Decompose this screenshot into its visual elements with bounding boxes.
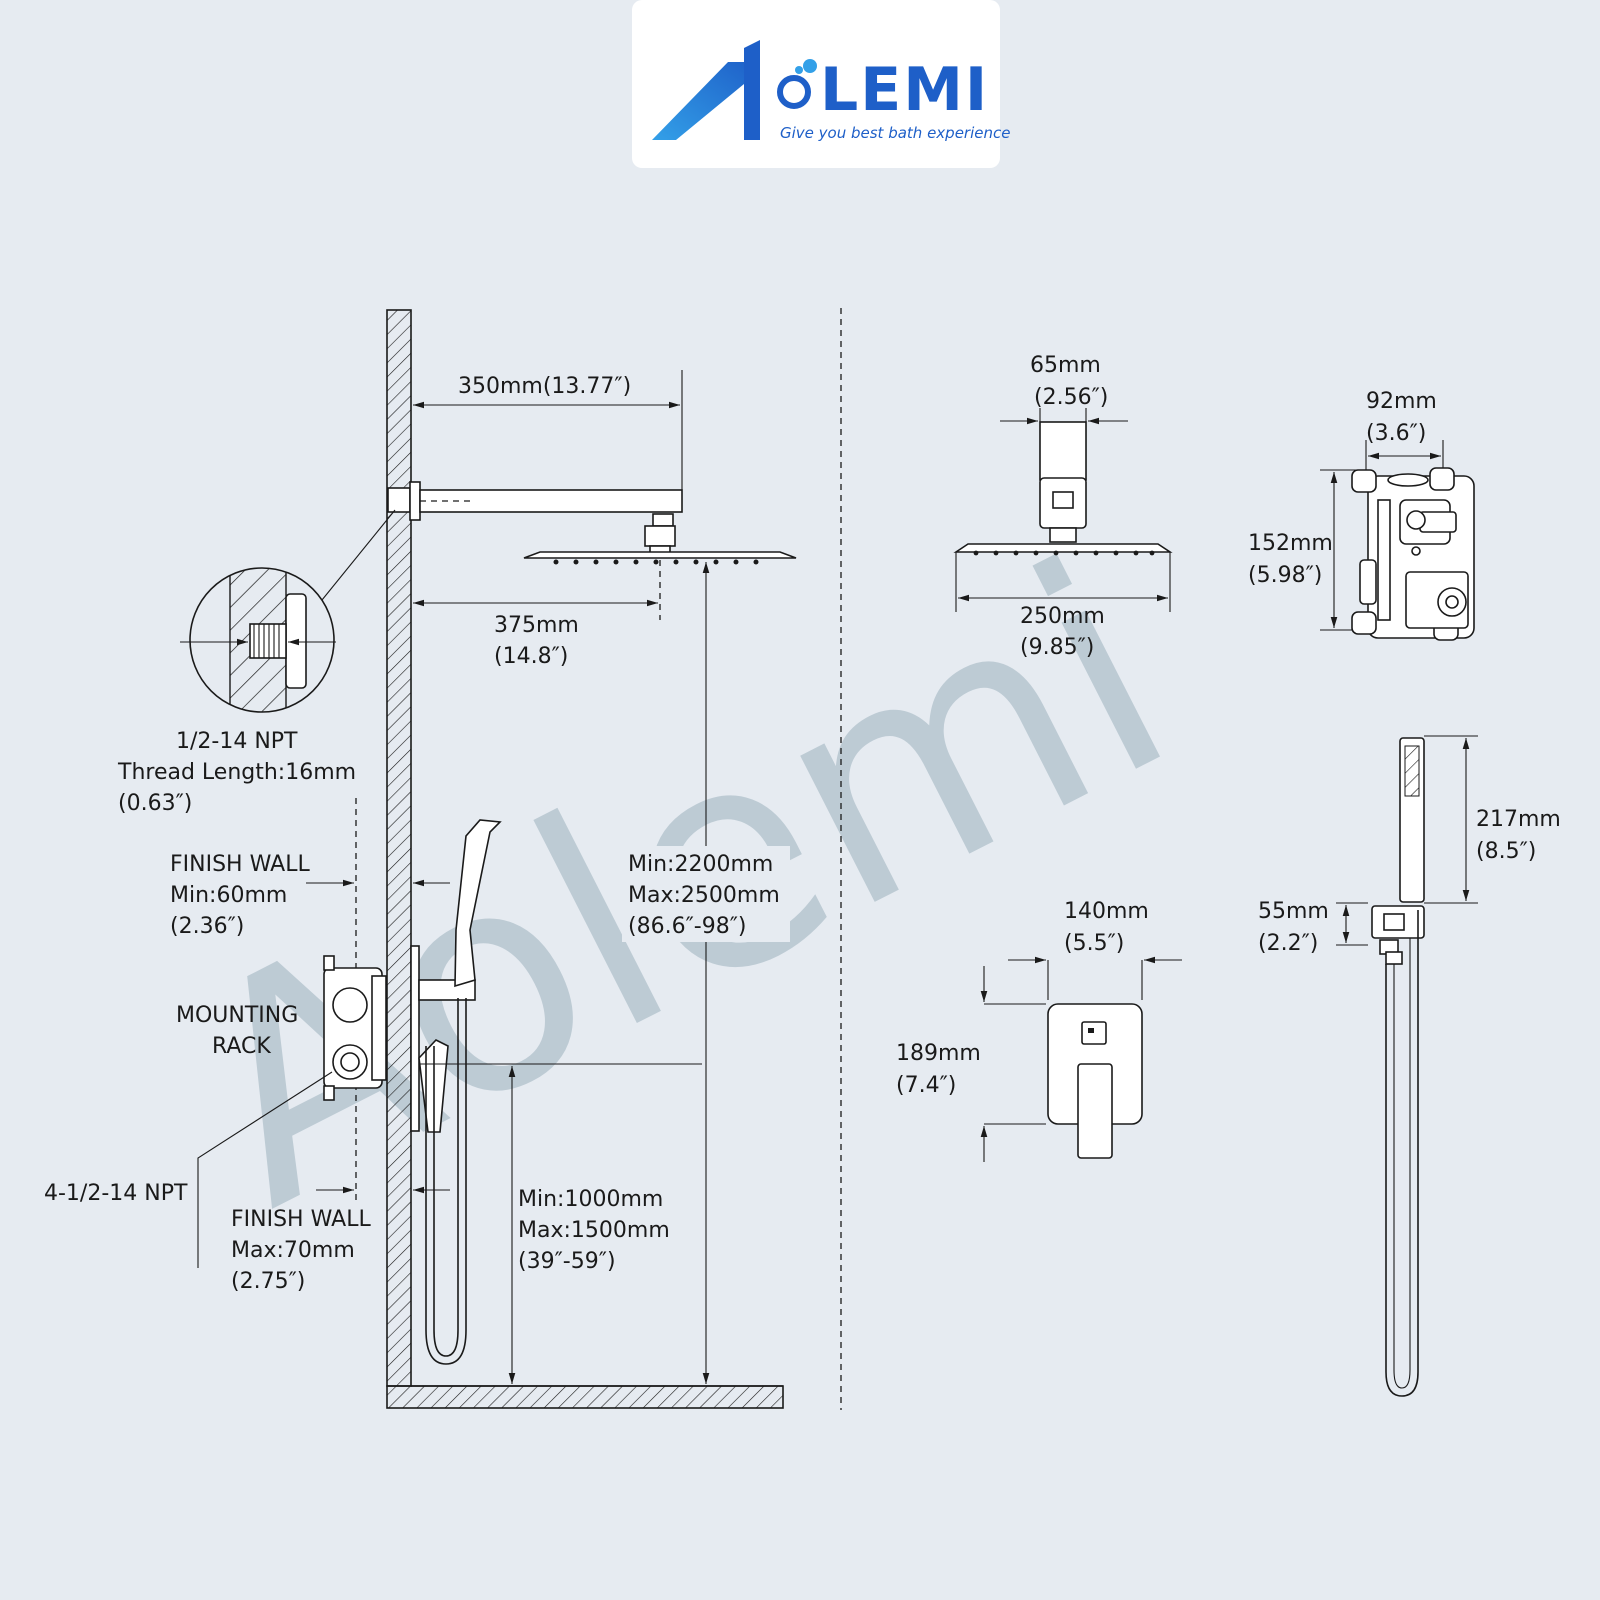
wall [386, 309, 412, 1387]
trim-width-in: (5.5″) [1064, 931, 1124, 956]
valve-handle-front [1077, 1063, 1113, 1159]
svg-text:LEMI: LEMI [820, 55, 989, 125]
head-width-in: (9.85″) [1020, 635, 1094, 660]
trim-width-mm: 140mm [1064, 899, 1149, 924]
arm-thread-fitting [387, 487, 411, 513]
showerhead-front-view: 65mm (2.56″) 250mm (9.85″) [953, 353, 1173, 660]
valve-body-view: 92mm (3.6″) 152mm (5.98″) [1248, 389, 1475, 641]
trim-plate-side [410, 945, 420, 1132]
head-width-mm: 250mm [1020, 604, 1105, 629]
valve-height-min: Min:1000mm [518, 1187, 663, 1212]
valve-width-in: (3.6″) [1366, 421, 1426, 446]
ball-joint [644, 525, 676, 547]
showerhead-nozzles [553, 559, 759, 565]
valve-height-max: Max:1500mm [518, 1218, 670, 1243]
mounting-rack [323, 955, 387, 1101]
floor [386, 1385, 784, 1409]
handheld-front-view: 217mm (8.5″) 55mm (2.2″) [1258, 735, 1561, 1397]
trim-plate-front-view: 140mm (5.5″) 189mm (7.4″) [896, 899, 1182, 1162]
logo-card [632, 0, 1000, 168]
thread-note-length: Thread Length:16mm [117, 760, 356, 785]
thread-detail-circle [180, 567, 336, 713]
logo-tagline: Give you best bath experience [780, 124, 1010, 142]
finish-wall-min-inch: (2.36″) [170, 914, 244, 939]
trim-height-mm: 189mm [896, 1041, 981, 1066]
handheld-shower-side [454, 819, 502, 988]
arm-length-label: 350mm(13.77″) [458, 374, 631, 399]
finish-wall-max-title: FINISH WALL [231, 1207, 371, 1232]
holder-size-mm: 55mm [1258, 899, 1329, 924]
thread-note-size: 1/2-14 NPT [176, 729, 298, 754]
handheld-length-mm: 217mm [1476, 807, 1561, 832]
rain-showerhead [523, 551, 797, 559]
mounting-rack-label-1: MOUNTING [176, 1003, 298, 1028]
thread-note-inch: (0.63″) [118, 791, 192, 816]
arm-width-mm: 65mm [1030, 353, 1101, 378]
valve-width-mm: 92mm [1366, 389, 1437, 414]
finish-wall-min-title: FINISH WALL [170, 852, 310, 877]
finish-wall-max-value: Max:70mm [231, 1238, 355, 1263]
showerhead-front-plate [953, 543, 1173, 553]
finish-wall-max-inch: (2.75″) [231, 1269, 305, 1294]
mounting-rack-label-2: RACK [212, 1034, 271, 1059]
trim-height-in: (7.4″) [896, 1073, 956, 1098]
head-offset-label-mm: 375mm [494, 613, 579, 638]
wall-flange [409, 481, 421, 521]
finish-wall-min-value: Min:60mm [170, 883, 287, 908]
arm-front [1039, 421, 1087, 481]
hose-front [1385, 910, 1419, 1397]
head-offset-label-in: (14.8″) [494, 644, 568, 669]
head-height-inch: (86.6″-98″) [628, 914, 747, 939]
shower-arm [419, 489, 683, 513]
head-height-max: Max:2500mm [628, 883, 780, 908]
arm-width-in: (2.56″) [1034, 385, 1108, 410]
handheld-length-in: (8.5″) [1476, 839, 1536, 864]
logo-mark: LEMI [652, 40, 989, 140]
brand-logo: LEMI Give you best bath experience [632, 0, 1010, 168]
valve-height-inch: (39″-59″) [518, 1249, 616, 1274]
holder-size-in: (2.2″) [1258, 931, 1318, 956]
side-view: 350mm(13.77″) 375mm (14.8″) [44, 309, 797, 1409]
valve-height-in: (5.98″) [1248, 563, 1322, 588]
hose-side [433, 998, 459, 1357]
head-height-min: Min:2200mm [628, 852, 773, 877]
inlet-note: 4-1/2-14 NPT [44, 1181, 188, 1206]
valve-height-mm: 152mm [1248, 531, 1333, 556]
